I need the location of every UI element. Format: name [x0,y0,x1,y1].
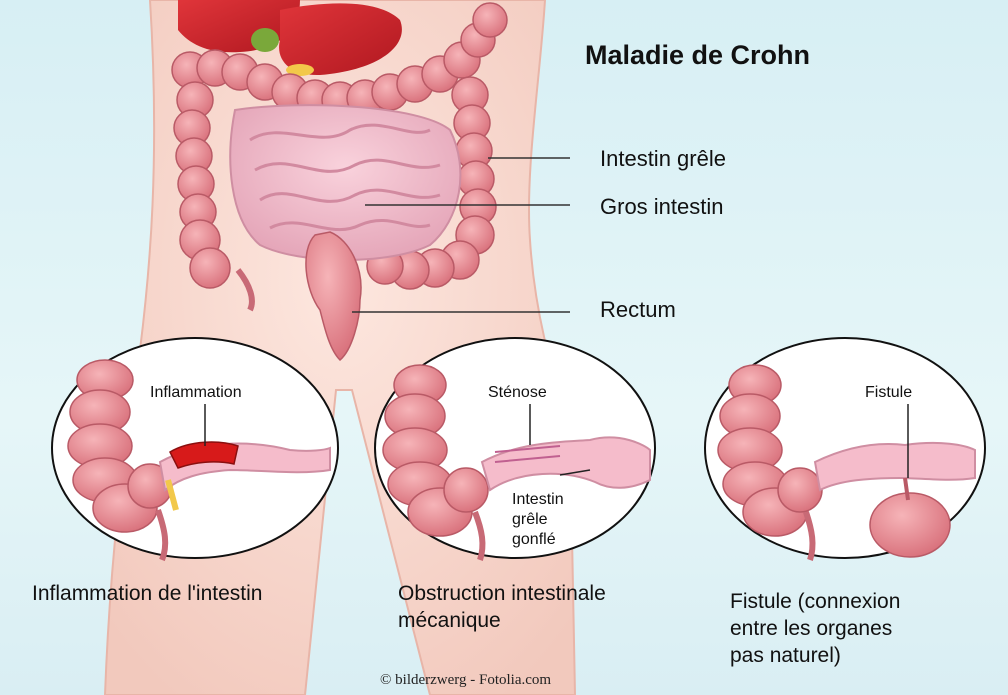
caption-inflammation: Inflammation de l'intestin [32,580,262,607]
caption-fistula: Fistule (connexion entre les organes pas… [730,588,900,669]
label-rectum: Rectum [600,297,676,323]
inset-callout-stenosis: Sténose [488,384,547,402]
small-intestine-drawing [230,105,460,260]
label-small-intestine: Intestin grêle [600,146,726,172]
gallbladder-organ [251,28,279,52]
page-title: Maladie de Crohn [585,40,810,71]
image-credit: © bilderzwerg - Fotolia.com [380,672,551,689]
inset-inflammation-drawing [52,338,338,560]
caption-obstruction: Obstruction intestinale mécanique [398,580,606,634]
label-large-intestine: Gros intestin [600,194,724,220]
inset-fistula-drawing [705,338,985,560]
inset-callout-swollen-intestine: Intestin grêle gonflé [512,490,564,550]
inset-callout-fistula: Fistule [865,384,912,402]
inset-callout-inflammation: Inflammation [150,384,242,402]
